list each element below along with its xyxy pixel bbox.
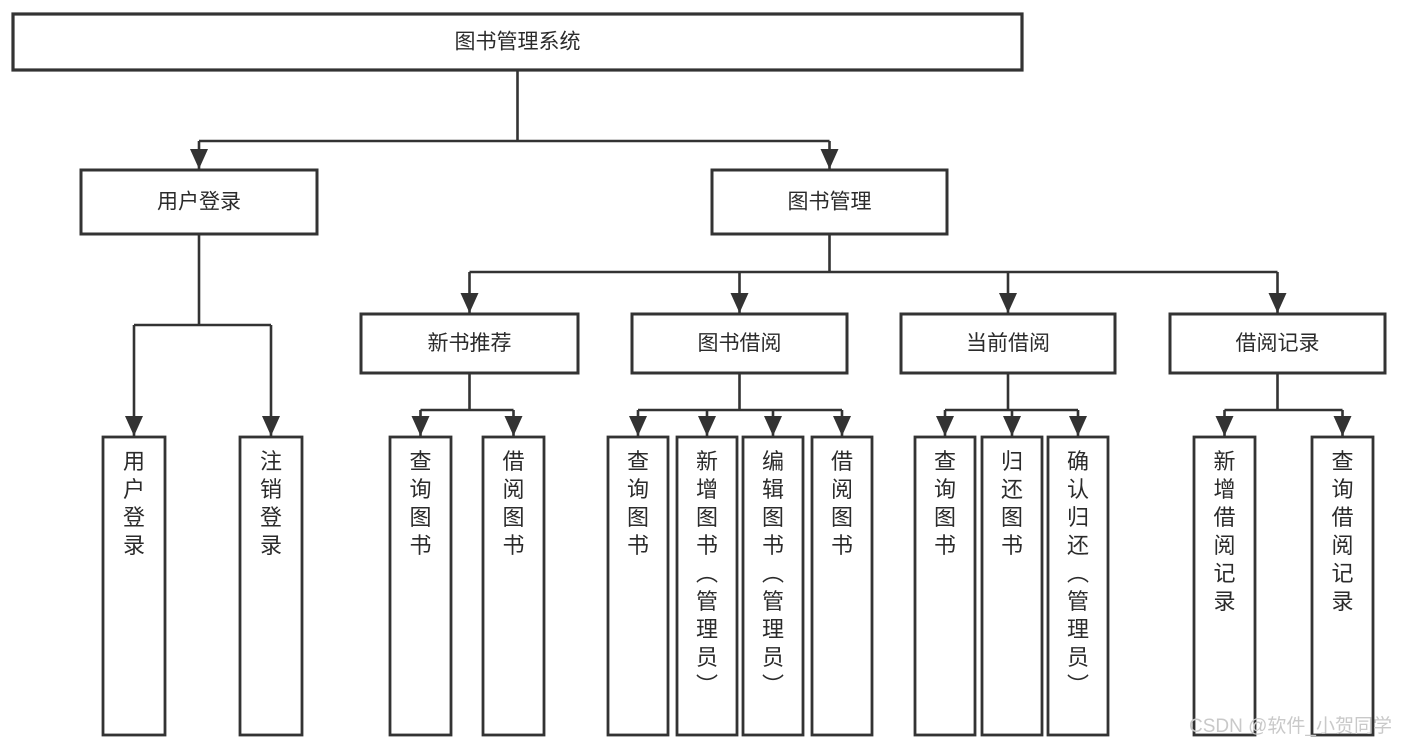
arrow-head-icon bbox=[698, 416, 716, 436]
nodes-layer: 图书管理系统用户登录图书管理新书推荐图书借阅当前借阅借阅记录用户登录注销登录查询… bbox=[11, 12, 1387, 737]
root-node-label: 图书管理系统 bbox=[455, 31, 581, 54]
node-leaf-query-book-3-label: 查询图书 bbox=[934, 449, 956, 558]
arrow-head-icon bbox=[730, 293, 749, 313]
node-borrow-record-label: 借阅记录 bbox=[1236, 332, 1320, 355]
node-book-manage-box[interactable] bbox=[710, 168, 949, 236]
edges-layer bbox=[125, 70, 1352, 436]
node-user-login-label: 用户登录 bbox=[157, 191, 241, 214]
arrow-head-icon bbox=[504, 416, 523, 436]
arrow-head-icon bbox=[1333, 416, 1352, 436]
node-leaf-query-book-2-label: 查询图书 bbox=[627, 449, 649, 558]
arrow-head-icon bbox=[262, 416, 280, 436]
node-leaf-confirm-return-box[interactable] bbox=[1046, 435, 1110, 737]
node-leaf-add-record-label: 新增借阅记录 bbox=[1213, 449, 1235, 614]
arrow-head-icon bbox=[999, 293, 1017, 313]
node-new-book-rec-label: 新书推荐 bbox=[428, 332, 512, 355]
node-leaf-edit-book-label: 编辑图书︵管理员︶ bbox=[762, 449, 784, 698]
root-node-box[interactable] bbox=[11, 12, 1024, 72]
arrow-head-icon bbox=[764, 416, 782, 436]
watermark-label: CSDN @软件_小贺同学 bbox=[1189, 715, 1392, 737]
arrow-head-icon bbox=[190, 149, 208, 169]
node-leaf-add-book-label: 新增图书︵管理员︶ bbox=[696, 449, 718, 698]
node-new-book-rec-box[interactable] bbox=[359, 312, 580, 375]
arrow-head-icon bbox=[1268, 293, 1287, 313]
node-leaf-logout-box[interactable] bbox=[238, 435, 304, 737]
arrow-head-icon bbox=[125, 416, 143, 436]
arrow-head-icon bbox=[1069, 416, 1087, 436]
node-leaf-edit-book-box[interactable] bbox=[741, 435, 805, 737]
node-leaf-borrow-book-1-box[interactable] bbox=[481, 435, 546, 737]
node-leaf-logout-label: 注销登录 bbox=[260, 449, 282, 558]
node-book-manage-label: 图书管理 bbox=[788, 191, 872, 214]
node-book-borrow-label: 图书借阅 bbox=[698, 332, 782, 355]
node-leaf-borrow-book-2-label: 借阅图书 bbox=[831, 449, 853, 558]
node-leaf-query-record-label: 查询借阅记录 bbox=[1331, 449, 1353, 614]
node-leaf-query-book-1-label: 查询图书 bbox=[409, 449, 431, 558]
node-leaf-user-login-label: 用户登录 bbox=[123, 449, 145, 558]
arrow-head-icon bbox=[833, 416, 851, 436]
node-borrow-record-box[interactable] bbox=[1168, 312, 1387, 375]
arrow-head-icon bbox=[1003, 416, 1021, 436]
arrow-head-icon bbox=[936, 416, 954, 436]
arrow-head-icon bbox=[629, 416, 647, 436]
node-leaf-add-record-box[interactable] bbox=[1192, 435, 1257, 737]
node-leaf-confirm-return-label: 确认归还︵管理员︶ bbox=[1067, 449, 1089, 698]
node-leaf-add-book-box[interactable] bbox=[675, 435, 739, 737]
node-user-login-box[interactable] bbox=[79, 168, 319, 236]
node-leaf-query-book-2-box[interactable] bbox=[606, 435, 670, 737]
arrow-head-icon bbox=[820, 149, 839, 169]
node-leaf-user-login-box[interactable] bbox=[101, 435, 167, 737]
node-leaf-borrow-book-1-label: 借阅图书 bbox=[502, 449, 524, 558]
arrow-head-icon bbox=[411, 416, 430, 436]
node-current-borrow-box[interactable] bbox=[899, 312, 1117, 375]
arrow-head-icon bbox=[460, 293, 479, 313]
node-leaf-return-book-label: 归还图书 bbox=[1001, 449, 1023, 558]
node-leaf-query-book-1-box[interactable] bbox=[388, 435, 453, 737]
node-book-borrow-box[interactable] bbox=[630, 312, 849, 375]
node-current-borrow-label: 当前借阅 bbox=[966, 332, 1050, 355]
arrow-head-icon bbox=[1215, 416, 1234, 436]
node-leaf-borrow-book-2-box[interactable] bbox=[810, 435, 874, 737]
node-leaf-query-book-3-box[interactable] bbox=[913, 435, 977, 737]
node-leaf-return-book-box[interactable] bbox=[980, 435, 1044, 737]
node-leaf-query-record-box[interactable] bbox=[1310, 435, 1375, 737]
